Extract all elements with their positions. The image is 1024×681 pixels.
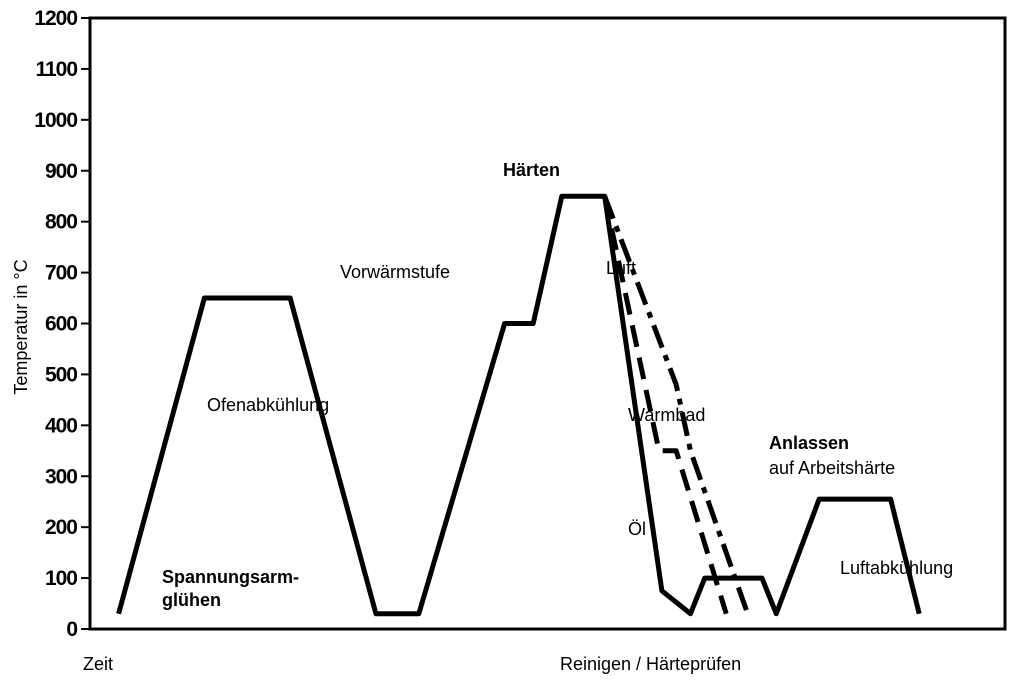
curve-dash-dot	[602, 195, 751, 615]
y-tick-label: 700	[45, 262, 77, 285]
y-tick-label: 1200	[34, 7, 77, 30]
annotation-oel: Öl	[628, 519, 646, 539]
y-tick-label: 400	[45, 414, 77, 437]
x-label-zeit: Zeit	[83, 654, 113, 674]
y-tick-label: 1100	[35, 58, 77, 81]
annotation-arbeitshaerte: auf Arbeitshärte	[769, 458, 895, 478]
annotation-haerten: Härten	[503, 160, 560, 180]
y-tick-label: 200	[45, 516, 77, 539]
y-tick-label: 500	[45, 363, 77, 386]
annotation-luftabkuehlung: Luftabkühlung	[840, 558, 953, 578]
curve-solid	[116, 193, 922, 617]
annotation-ofenabkuehlung: Ofenabkühlung	[207, 395, 329, 415]
y-axis-label: Temperatur in °C	[11, 259, 31, 394]
plot-frame	[88, 16, 1007, 631]
y-tick-label: 600	[45, 313, 77, 336]
curve-dashed	[602, 195, 729, 615]
y-tick-label: 1000	[34, 109, 77, 132]
x-label-reinigen-haertepruefen: Reinigen / Härteprüfen	[560, 654, 741, 674]
annotation-warmbad: Warmbad	[628, 405, 705, 425]
process-curves	[116, 193, 922, 617]
annotation-gluehen: glühen	[162, 590, 221, 610]
annotation-vorwaermstufe: Vorwärmstufe	[340, 262, 450, 282]
y-tick-label: 800	[45, 211, 77, 234]
annotation-luft: Luft	[606, 258, 636, 278]
annotation-anlassen: Anlassen	[769, 433, 849, 453]
y-tick-label: 0	[66, 618, 77, 641]
y-tick-label: 900	[45, 160, 77, 183]
y-tick-label: 300	[45, 465, 77, 488]
annotation-spannungsarm: Spannungsarm-	[162, 567, 299, 587]
y-axis-ticks: 0 100 200 300 400 500 600 700 800 900 1000 1100 1200	[34, 7, 90, 641]
y-tick-label: 100	[45, 567, 77, 590]
